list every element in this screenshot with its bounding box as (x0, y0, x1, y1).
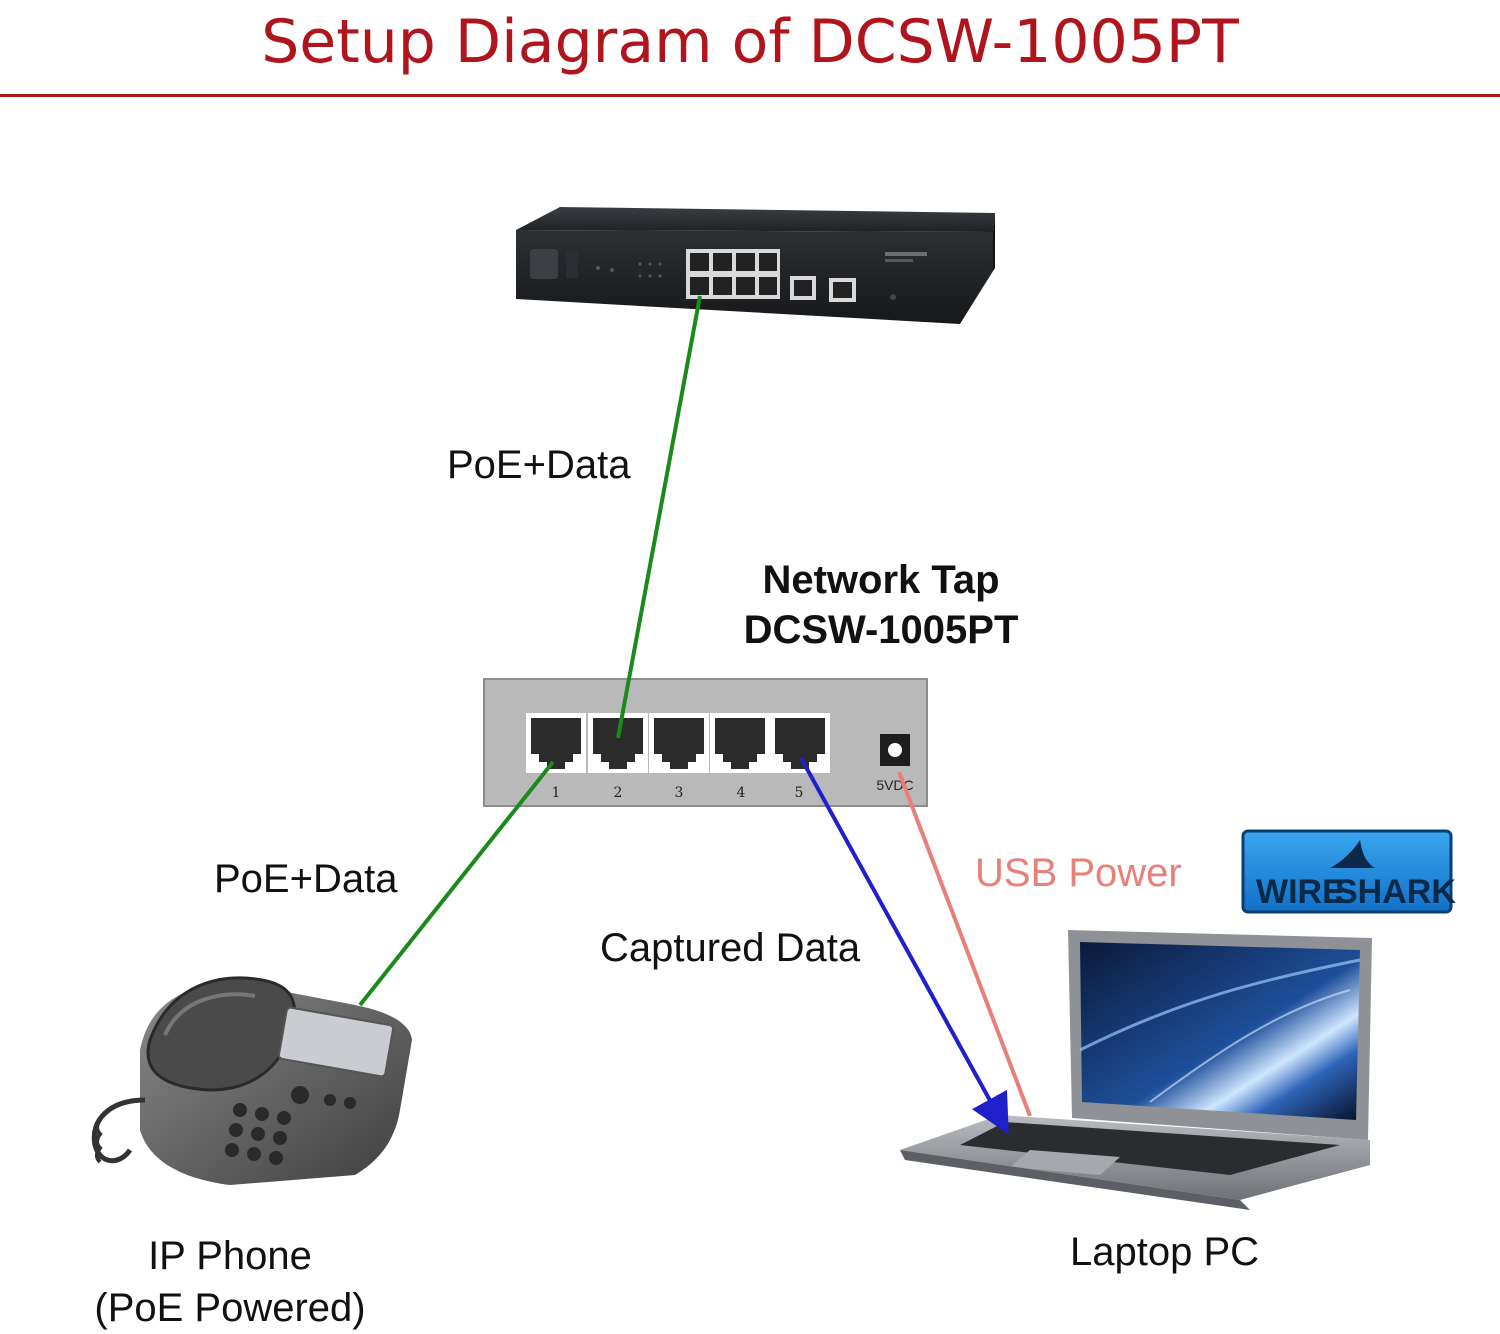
tap-port-3 (649, 713, 709, 773)
ip-phone-subtitle: (PoE Powered) (94, 1286, 366, 1330)
usb-power-cable (897, 771, 1032, 1117)
port-number: 1 (552, 785, 561, 801)
ip-phone-label: IP Phone (PoE Powered) (70, 1230, 390, 1334)
ip-phone-title: IP Phone (148, 1234, 312, 1278)
tap-port-4 (710, 713, 770, 773)
diagram-title: Setup Diagram of DCSW-1005PT (261, 7, 1239, 77)
wireshark-text-b: SHARK (1335, 873, 1456, 911)
poe-data-label-top: PoE+Data (447, 443, 631, 487)
captured-data-label: Captured Data (600, 926, 861, 970)
tap-port-5 (770, 713, 830, 773)
tap-port-1 (526, 713, 586, 773)
network-tap-model: DCSW-1005PT (743, 608, 1019, 652)
laptop-icon (900, 930, 1372, 1210)
laptop-label: Laptop PC (1070, 1230, 1260, 1274)
poe-switch-icon (516, 207, 995, 324)
network-tap-title: Network Tap (762, 558, 1000, 602)
usb-power-label: USB Power (975, 851, 1182, 895)
port-number: 5 (795, 785, 804, 801)
tap-port-2 (588, 713, 648, 773)
power-jack-icon (880, 734, 910, 766)
port-number: 4 (737, 785, 746, 801)
wireshark-text-a: WIRE (1256, 873, 1345, 911)
port-number: 3 (675, 785, 684, 801)
poe-cable-tap-to-phone (358, 760, 555, 1007)
network-tap-icon: 1 2 3 4 5 5VDC (483, 678, 928, 807)
network-tap-label: Network Tap DCSW-1005PT (700, 555, 1062, 655)
poe-data-label-bottom: PoE+Data (214, 857, 398, 901)
ip-phone-icon (91, 976, 412, 1185)
wireshark-logo: WIRE SHARK (1241, 829, 1456, 914)
title-divider (0, 94, 1500, 97)
port-number: 2 (614, 785, 623, 801)
captured-data-cable (799, 757, 1009, 1135)
poe-cable-switch-to-tap (616, 295, 702, 739)
